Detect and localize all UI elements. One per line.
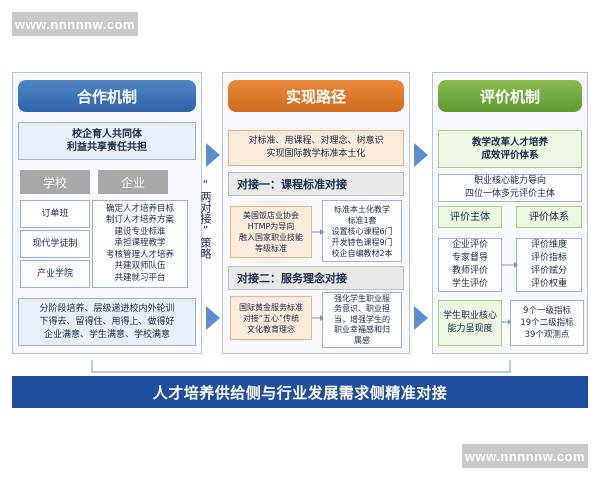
cooperation-header: 合作机制 [18, 80, 196, 112]
school-item-order-class: 订单班 [20, 200, 90, 228]
arrow-right-icon [206, 143, 220, 167]
docking-one-left-box: 美国饭店业协会 HTMP为导向 融入国家职业技能 等级标准 [230, 206, 312, 258]
evaluation-header: 评价机制 [438, 80, 582, 112]
cooperation-title-box: 校企育人共同体 利益共享责任共担 [18, 122, 196, 160]
strategy-label: “两对接”策略 [199, 178, 212, 259]
evaluation-system-label: 评价体系 [516, 206, 582, 228]
docking-one-right-box: 标准本土化教学 标准1套 设置核心课程6门 开发特色课程9门 校企自编教材2本 [322, 200, 402, 262]
bottom-banner: 人才培养供给侧与行业发展需求侧精准对接 [12, 376, 588, 408]
arrow-small-icon [514, 262, 518, 268]
school-label: 学校 [20, 170, 90, 194]
arrow-right-icon [206, 306, 220, 330]
arrow-small-icon [320, 229, 324, 235]
core-ability-box: 学生职业核心 能力呈现度 [438, 300, 502, 346]
evaluation-subject-label: 评价主体 [438, 206, 502, 228]
school-item-industry-college: 产业学院 [20, 260, 90, 288]
docking-one-label: 对接一：课程标准对接 [228, 172, 404, 196]
docking-two-left-box: 国际黄金服务标准 对接“五心”传统 文化教育理念 [230, 296, 312, 340]
enterprise-label: 企业 [98, 170, 168, 194]
docking-two-label: 对接二：服务理念对接 [228, 266, 404, 290]
cooperation-outcome-box: 分阶段培养、层级递进校内外轮训 下得去、留得住、用得上、做得好 企业满意、学生满… [18, 298, 196, 346]
arrow-right-icon [414, 143, 428, 167]
evaluation-subject-box: 企业评价 专家督导 教师评价 学生评价 [438, 238, 502, 292]
watermark-top: www.nnnnnw.com [12, 12, 138, 36]
evaluation-top-box: 职业核心能力导向 四位一体多元评价主体 [438, 174, 582, 202]
evaluation-system-box: 评价维度 评价指标 评价赋分 评价权重 [516, 238, 582, 292]
implementation-header: 实现路径 [228, 80, 404, 112]
indicator-box: 9个一级指标 19个二级指标 39个观测点 [510, 300, 584, 346]
enterprise-duties-box: 确定人才培养目标 制订人才培养方案 建设专业标准 承担课程教学 考核管理人才培养… [92, 200, 188, 288]
watermark-bottom: www.nnnnnw.com [462, 444, 588, 468]
arrow-small-icon [320, 315, 324, 321]
evaluation-title-box: 教学改革人才培养 成效评价体系 [438, 130, 582, 168]
docking-two-right-box: 强化学生职业服 务意识、职业担 当，增强学生的 职业幸福感和归 属感 [322, 292, 402, 348]
school-item-apprenticeship: 现代学徒制 [20, 230, 90, 258]
arrow-small-icon [508, 319, 511, 325]
implementation-top-box: 对标准、用课程、对理念、树意识 实现国际教学标准本土化 [228, 130, 404, 166]
arrow-right-icon [414, 306, 428, 330]
